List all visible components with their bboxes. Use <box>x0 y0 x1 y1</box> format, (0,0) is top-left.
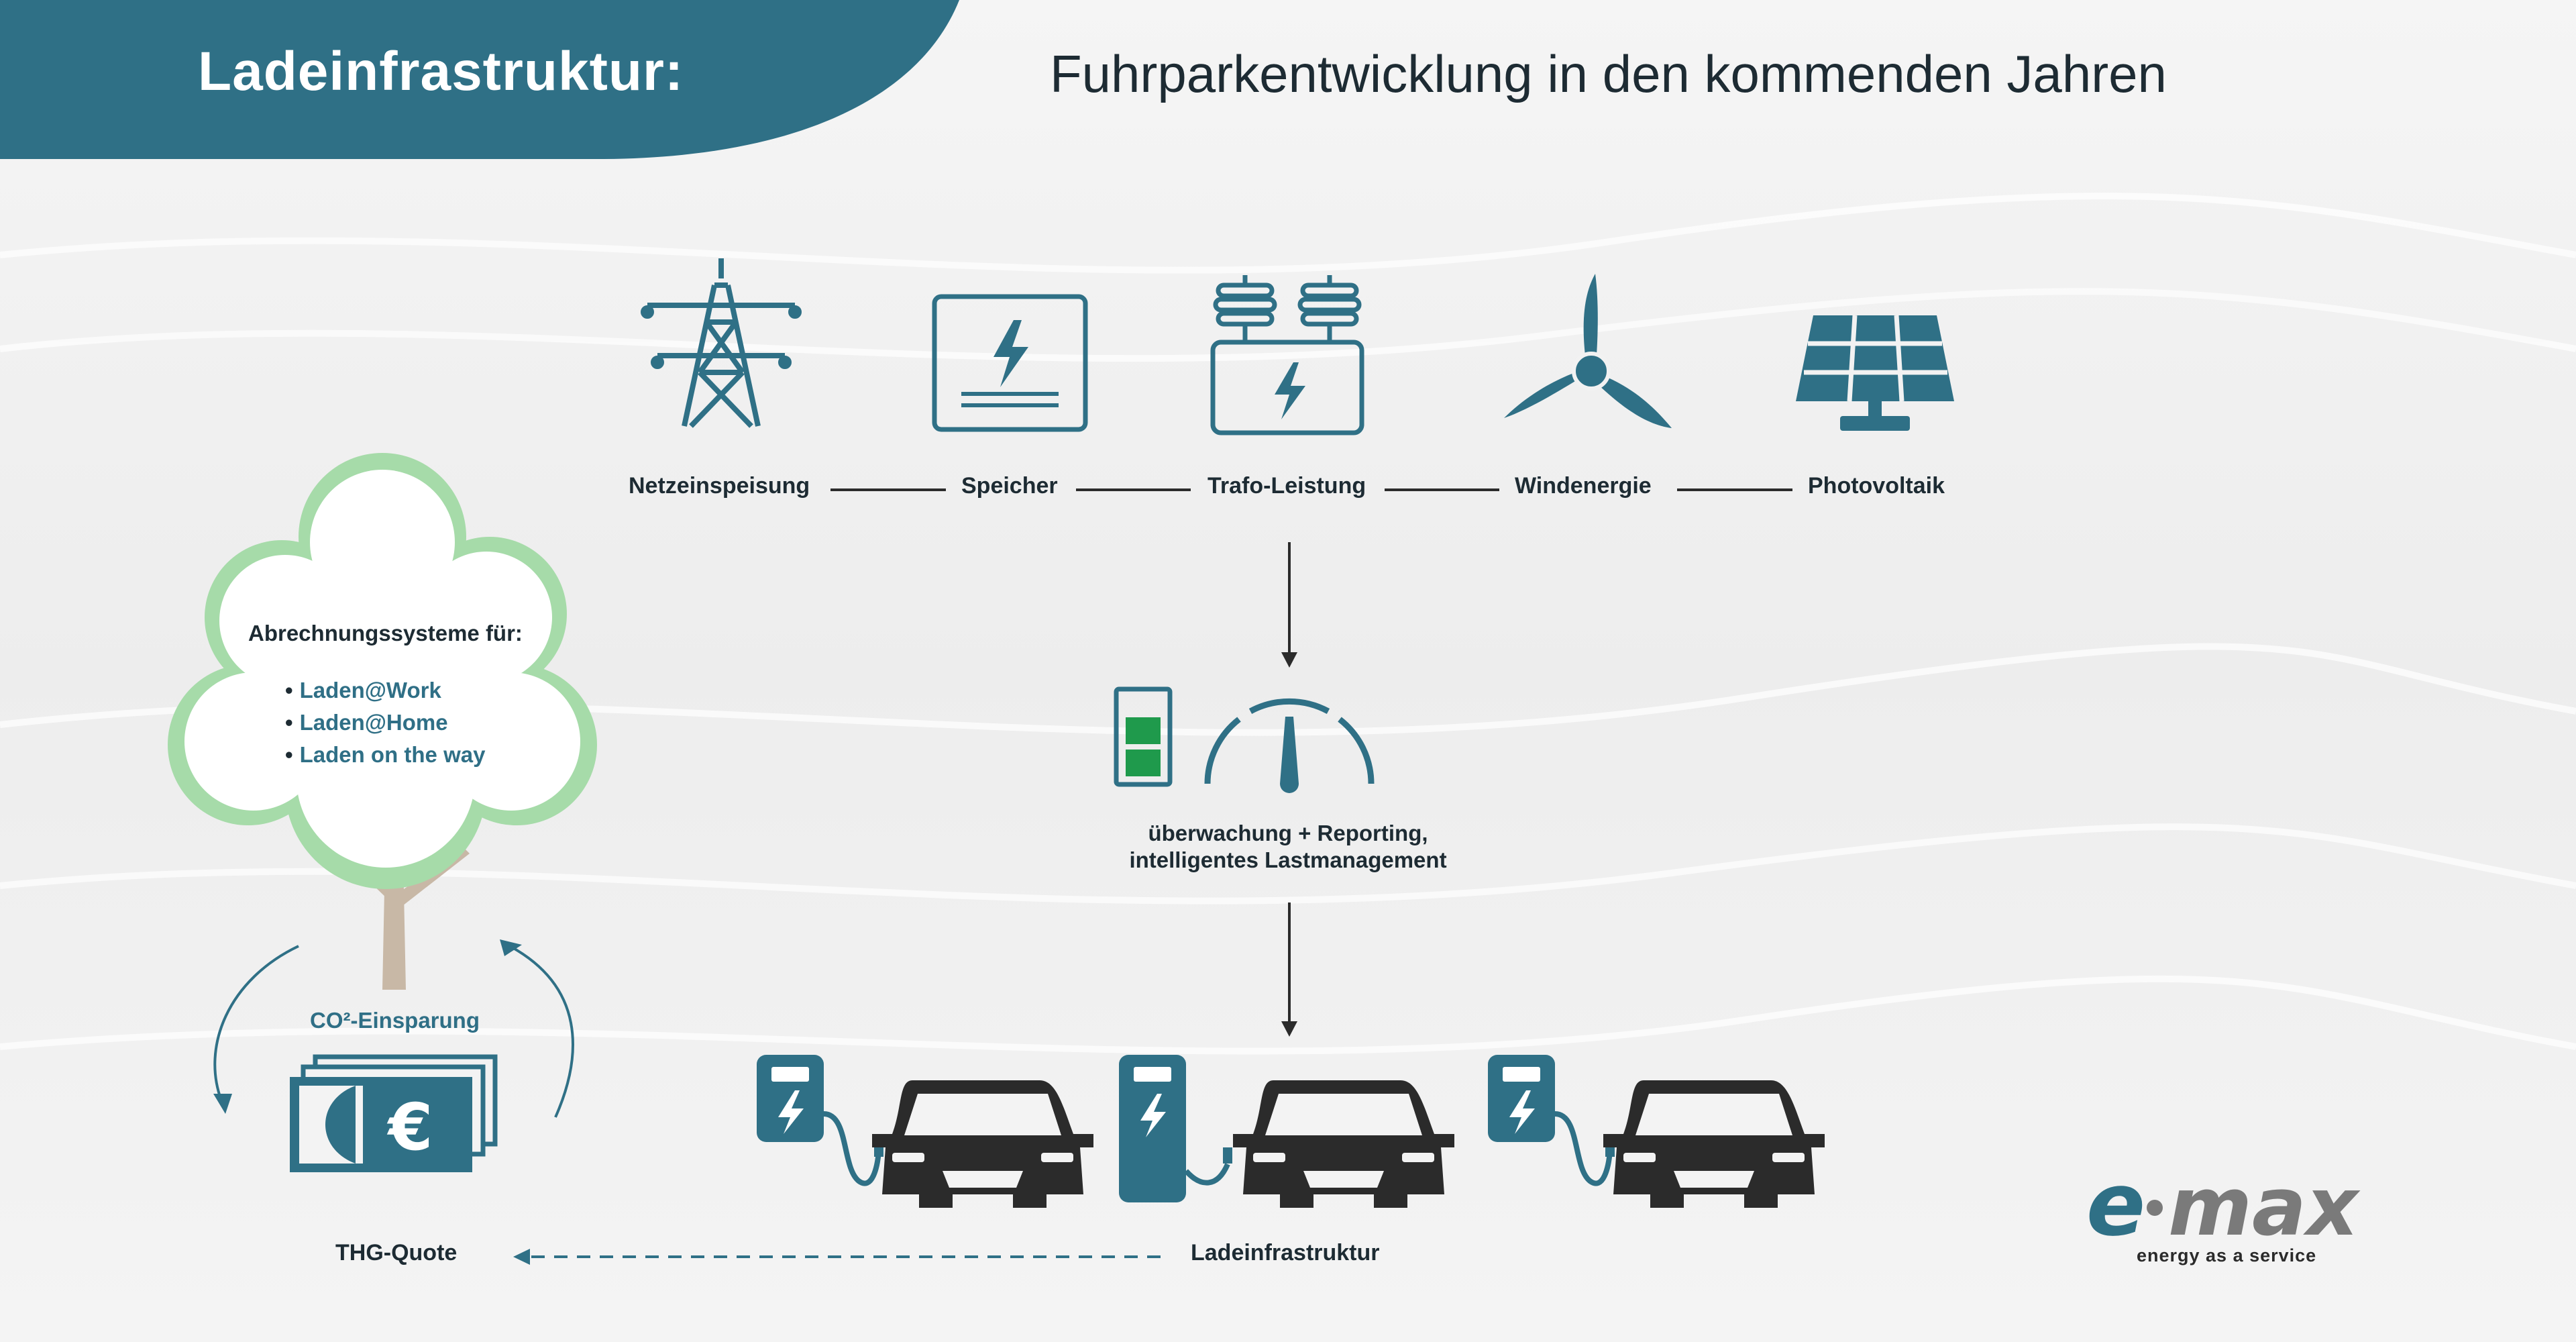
header-banner <box>0 0 959 159</box>
solar-panel-icon <box>1796 315 1954 431</box>
monitoring-line-1: überwachung + Reporting, <box>1148 821 1428 845</box>
gauge-icon <box>1204 698 1375 793</box>
battery-level-icon <box>1114 686 1173 787</box>
transformer-icon <box>1210 275 1364 435</box>
list-item: Laden@Work <box>285 674 485 707</box>
arrow-head-icon <box>500 939 522 956</box>
list-item: Laden on the way <box>285 739 486 771</box>
emax-logo: e max <box>2086 1153 2361 1255</box>
car-icon <box>1233 1080 1454 1208</box>
logo-tagline: energy as a service <box>2137 1245 2317 1266</box>
arrow-down-icon <box>1281 542 1297 668</box>
co2-label: CO²-Einsparung <box>310 1008 480 1033</box>
node-label-windenergie: Windenergie <box>1515 473 1652 499</box>
euro-money-icon: € <box>290 1054 498 1172</box>
car-icon <box>872 1080 1093 1208</box>
charging-station-icon <box>757 1055 883 1186</box>
node-label-netzeinspeisung: Netzeinspeisung <box>629 473 810 499</box>
dashed-arrow <box>513 1249 1161 1265</box>
node-label-trafo: Trafo-Leistung <box>1208 473 1366 499</box>
infrastructure-label: Ladeinfrastruktur <box>1191 1240 1380 1266</box>
cloud-title: Abrechnungssysteme für: <box>248 621 523 646</box>
charging-station-icon <box>1488 1055 1615 1186</box>
arrow-down-icon <box>1281 902 1297 1037</box>
svg-text:max: max <box>2168 1161 2361 1254</box>
storage-battery-icon <box>932 294 1088 432</box>
thg-label: THG-Quote <box>335 1240 458 1266</box>
node-label-photovoltaik: Photovoltaik <box>1808 473 1945 499</box>
node-label-speicher: Speicher <box>961 473 1058 499</box>
list-item: Laden@Home <box>285 707 485 739</box>
power-tower-icon <box>641 258 802 428</box>
monitoring-label: überwachung + Reporting, intelligentes L… <box>1114 820 1462 874</box>
svg-text:e: e <box>2086 1153 2145 1255</box>
monitoring-line-2: intelligentes Lastmanagement <box>1129 847 1447 872</box>
cloud-list: Laden@Work Laden@Home Laden on the way <box>285 674 486 771</box>
car-icon <box>1603 1080 1825 1208</box>
cycle-arrows-icon <box>213 945 574 1118</box>
arrow-head-icon <box>213 1094 232 1114</box>
charging-station-icon <box>1119 1055 1232 1202</box>
page-subtitle: Fuhrparkentwicklung in den kommenden Jah… <box>1050 44 2167 103</box>
page-title: Ladeinfrastruktur: <box>198 41 684 102</box>
svg-text:€: € <box>387 1090 433 1165</box>
wind-turbine-icon <box>1504 274 1672 428</box>
